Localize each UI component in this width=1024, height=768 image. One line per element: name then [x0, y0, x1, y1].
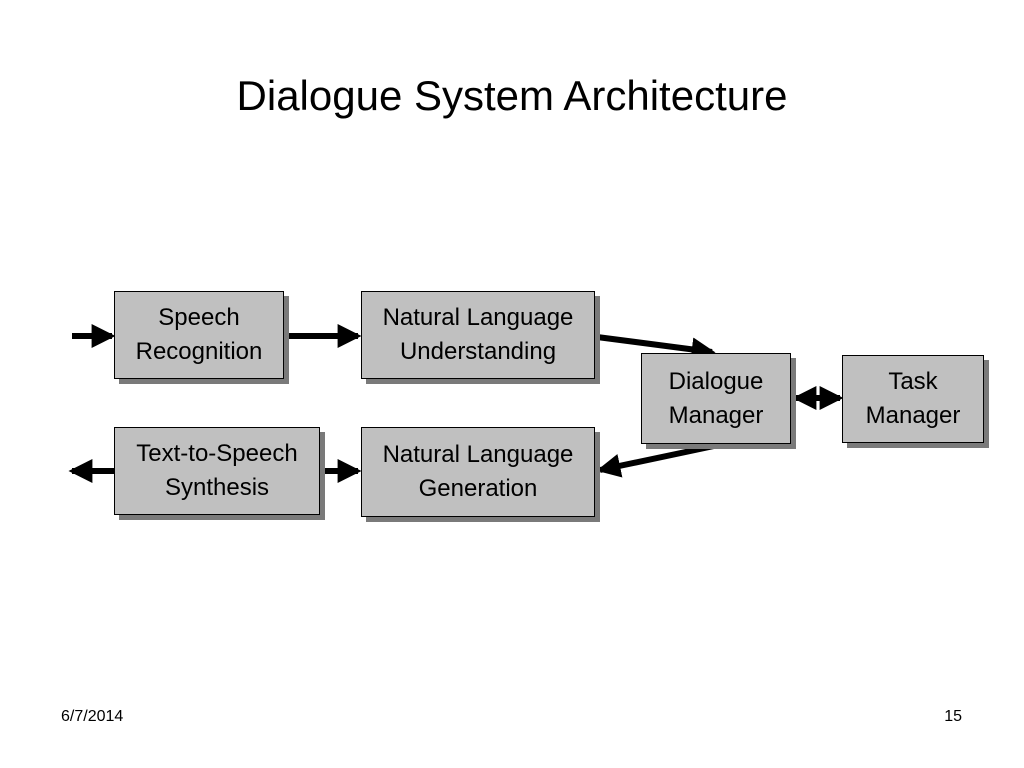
speech-recognition-label-line1: Speech	[158, 304, 240, 331]
arrow-dialogue-manager-to-nlg	[596, 443, 715, 478]
tts-label-line2: Synthesis	[164, 474, 270, 501]
speech-recognition-label-line2: Recognition	[135, 338, 263, 365]
dialogue-manager-box: Dialogue Manager	[641, 353, 791, 444]
dialogue-manager-label-line2: Manager	[668, 401, 764, 429]
nlu-label-line2: Understanding	[399, 338, 557, 365]
dialogue-manager-label-line1: Dialogue	[668, 367, 764, 395]
tts-box: Text-to-Speech Synthesis	[114, 427, 320, 515]
speech-recognition-box: Speech Recognition	[114, 291, 284, 379]
nlg-label-line2: Generation	[418, 475, 538, 502]
tts-label-line1: Text-to-Speech	[136, 440, 298, 467]
nlg-box: Natural Language Generation	[361, 427, 595, 517]
slide-date: 6/7/2014	[61, 708, 124, 725]
slide-page-number: 15	[944, 708, 962, 725]
task-manager-label-line2: Manager	[865, 402, 961, 429]
arrow-nlu-to-dialogue-manager	[596, 334, 716, 362]
task-manager-label-line1: Task	[888, 368, 938, 395]
slide-title: Dialogue System Architecture	[236, 72, 788, 119]
nlu-box: Natural Language Understanding	[361, 291, 595, 379]
nlg-label-line1: Natural Language	[382, 441, 574, 468]
nlu-label-line1: Natural Language	[382, 304, 574, 331]
task-manager-box: Task Manager	[842, 355, 984, 443]
